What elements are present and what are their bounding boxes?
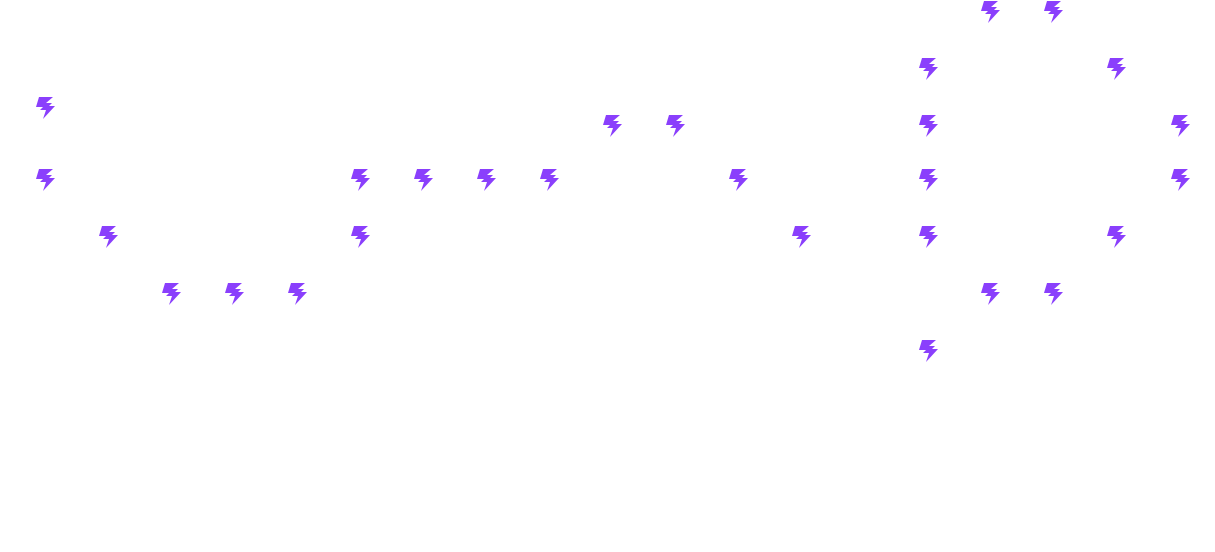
lightning-bolt-icon [663, 113, 687, 139]
lightning-bolt-icon [348, 224, 372, 250]
lightning-bolt-icon [916, 56, 940, 82]
lightning-bolt-icon [1104, 224, 1128, 250]
lightning-bolt-icon [600, 113, 624, 139]
lightning-bolt-icon [1041, 0, 1065, 25]
lightning-bolt-icon [789, 224, 813, 250]
lightning-bolt-icon [285, 281, 309, 307]
lightning-bolt-icon [1168, 113, 1192, 139]
lightning-bolt-icon [1168, 167, 1192, 193]
lightning-bolt-icon [474, 167, 498, 193]
lightning-bolt-icon [96, 224, 120, 250]
lightning-bolt-icon [1104, 56, 1128, 82]
lightning-bolt-icon [916, 224, 940, 250]
lightning-bolt-icon [33, 167, 57, 193]
lightning-bolt-icon [1041, 281, 1065, 307]
lightning-bolt-icon [537, 167, 561, 193]
lightning-bolt-icon [916, 338, 940, 364]
lightning-bolt-icon [726, 167, 750, 193]
lightning-bolt-icon [978, 281, 1002, 307]
lightning-bolt-icon [159, 281, 183, 307]
lightning-bolt-icon [222, 281, 246, 307]
lightning-bolt-icon [916, 113, 940, 139]
lightning-bolt-icon [916, 167, 940, 193]
lightning-bolt-icon [33, 95, 57, 121]
lightning-bolt-icon [411, 167, 435, 193]
lightning-bolt-icon [978, 0, 1002, 25]
lightning-bolt-icon [348, 167, 372, 193]
